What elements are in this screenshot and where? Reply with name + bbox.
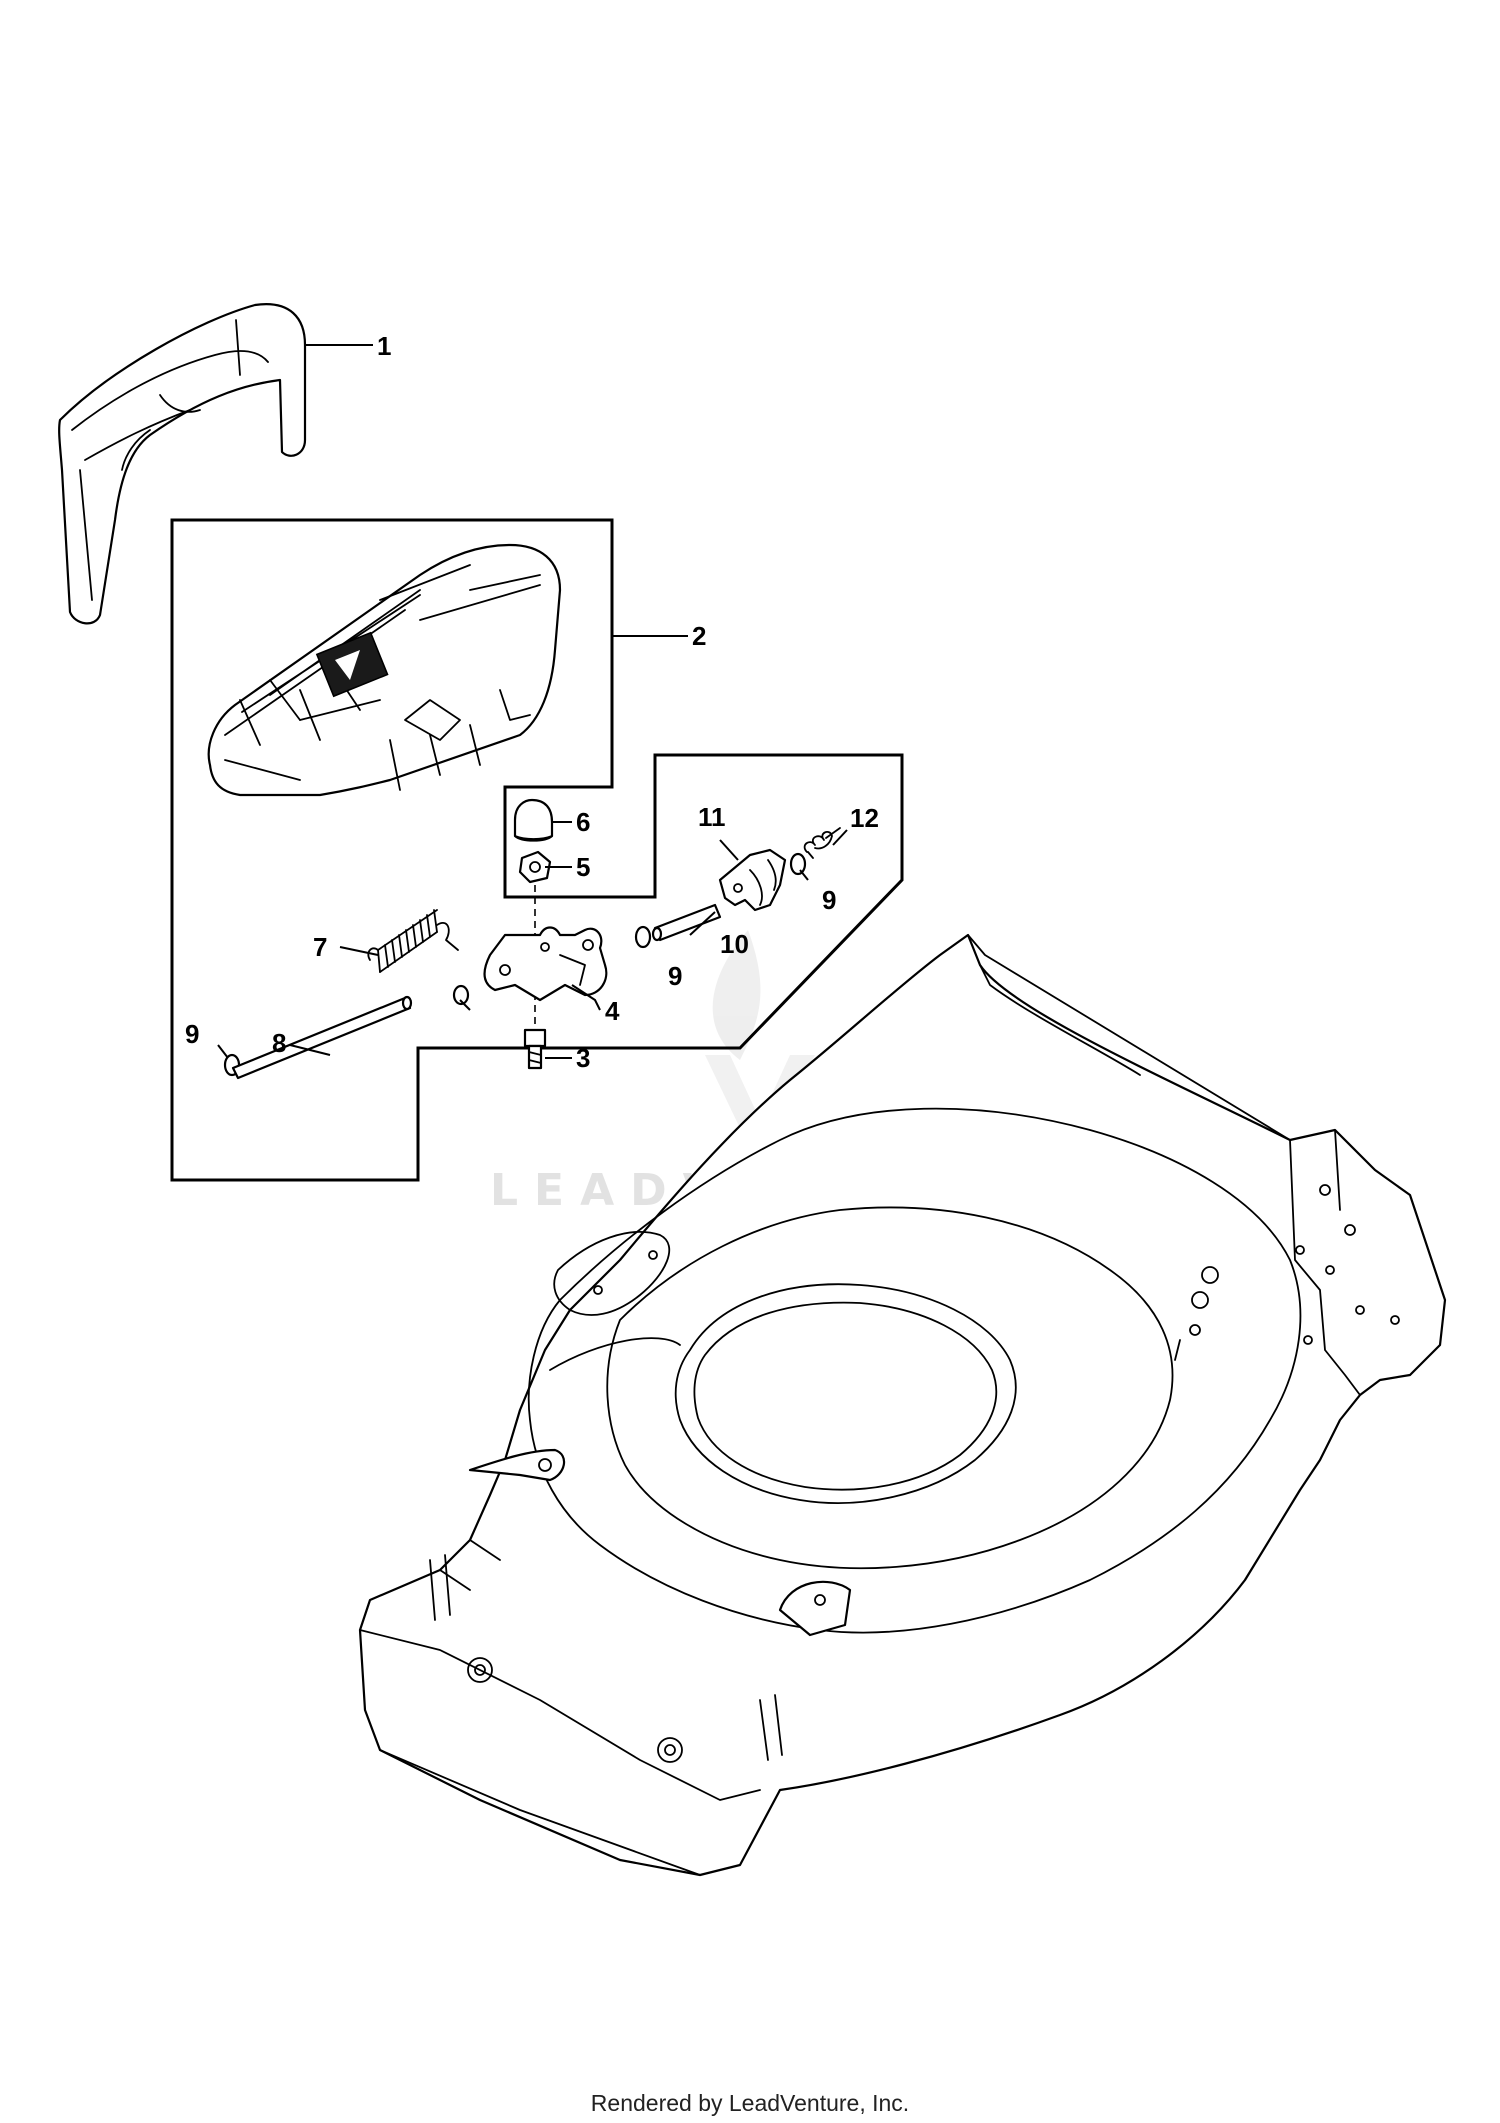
- callout-9-left: 9: [185, 1019, 199, 1049]
- callout-3: 3: [576, 1043, 590, 1073]
- rear-flap: [58, 303, 307, 625]
- pin-10: [651, 903, 722, 942]
- rod-8: [231, 995, 413, 1080]
- nut-5: [518, 850, 552, 884]
- callout-12: 12: [850, 803, 879, 833]
- callout-2: 2: [692, 621, 706, 651]
- torsion-spring-12: [803, 827, 841, 859]
- footer-credit: Rendered by LeadVenture, Inc.: [590, 2090, 910, 2116]
- washer-9c: [634, 925, 652, 949]
- callout-11: 11: [698, 802, 726, 832]
- spring-7: [367, 909, 459, 973]
- callout-7: 7: [313, 932, 327, 962]
- bracket-4: [483, 926, 608, 1002]
- washer-9d: [789, 852, 807, 876]
- bolt-3: [523, 1028, 547, 1070]
- callout-10: 10: [720, 929, 749, 959]
- callout-4: 4: [605, 996, 620, 1026]
- assembly-box-outline: [170, 518, 904, 1182]
- callout-9-mid: 9: [668, 961, 682, 991]
- washer-9b: [452, 984, 470, 1006]
- callout-6: 6: [576, 807, 590, 837]
- latch-11: [718, 848, 787, 912]
- callout-1: 1: [377, 331, 391, 361]
- callout-9-right: 9: [822, 885, 836, 915]
- control-housing: [207, 543, 562, 797]
- callout-5: 5: [576, 852, 590, 882]
- cap-6: [513, 798, 554, 842]
- mower-deck: [358, 933, 1447, 1877]
- leader-lines: [217, 344, 848, 1059]
- callout-8: 8: [272, 1028, 286, 1058]
